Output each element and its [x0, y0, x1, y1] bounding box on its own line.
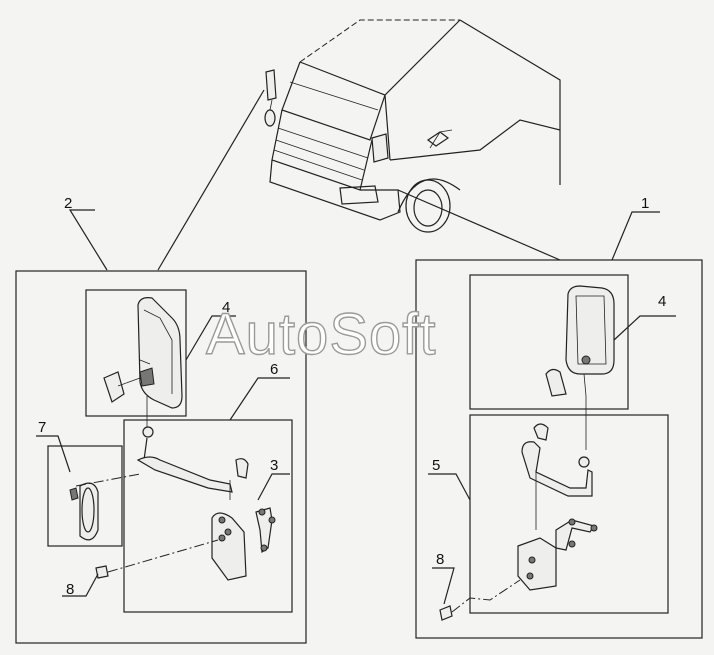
left-mirror-cover [69, 473, 141, 541]
callout-right-group: 1 [641, 195, 649, 212]
left-bracket-assembly [136, 396, 249, 581]
right-mirror-head [545, 285, 615, 397]
left-bolt [95, 539, 219, 579]
group-leader-lines [68, 89, 660, 271]
left-stay [255, 507, 276, 554]
right-callout-leaders [428, 315, 676, 605]
callout-right-mirror: 4 [658, 293, 666, 310]
callout-left-bolt: 8 [66, 581, 74, 598]
right-bolt [439, 579, 521, 621]
left-callout-leaders [36, 315, 290, 597]
right-mirror-group-frame [415, 259, 703, 639]
callout-left-stay: 3 [270, 457, 278, 474]
callout-right-bracket: 5 [432, 457, 440, 474]
left-mirror-head [103, 297, 183, 409]
callout-right-bolt: 8 [436, 551, 444, 568]
callout-left-group: 2 [64, 195, 72, 212]
callout-left-bracket: 6 [270, 361, 278, 378]
callout-left-mirror: 4 [222, 299, 230, 316]
truck-cab-illustration [264, 19, 561, 233]
watermark-text: AutoSoft [206, 302, 436, 367]
callout-left-cover: 7 [38, 419, 46, 436]
right-bracket-assembly [517, 396, 598, 591]
left-mirror-group-frame [15, 270, 307, 644]
